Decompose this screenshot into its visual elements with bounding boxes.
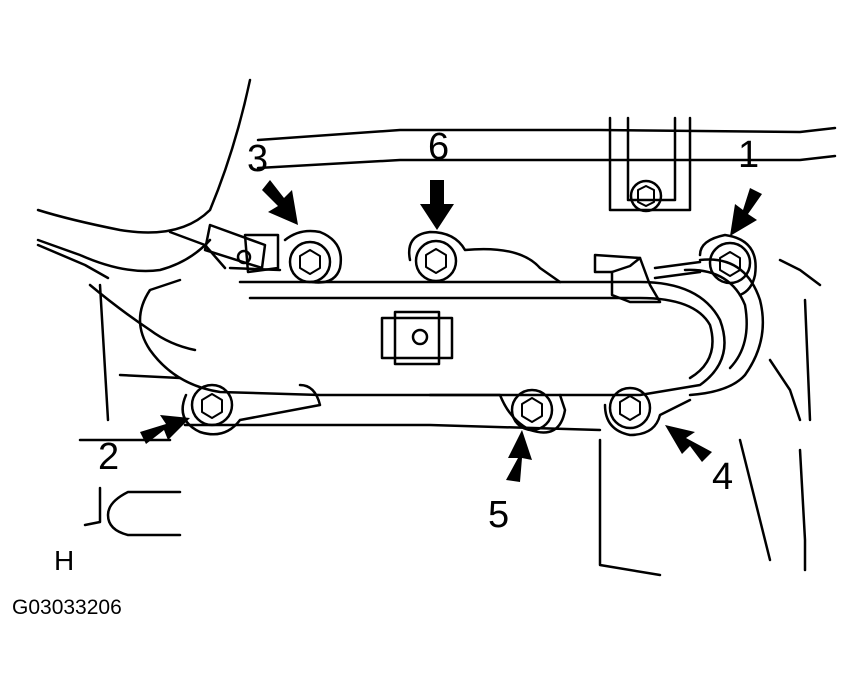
lower-fitting	[83, 486, 182, 537]
engine-block-outline	[78, 126, 837, 577]
bolt-4	[608, 386, 652, 430]
arrow-1	[730, 188, 762, 236]
arrow-6	[420, 180, 454, 230]
figure-code: G03033206	[12, 596, 122, 619]
bolt-1	[708, 241, 752, 285]
bolt-5	[510, 388, 554, 432]
bolt-2	[190, 383, 234, 427]
callout-5: 5	[488, 494, 510, 536]
callout-6: 6	[428, 126, 450, 168]
callout-2: 2	[98, 436, 120, 478]
exhaust-manifold	[138, 258, 765, 397]
pipe-clamp	[203, 223, 280, 274]
manifold-flanges	[181, 229, 757, 437]
arrow-5	[506, 430, 532, 482]
arrow-4	[665, 425, 712, 462]
arrow-3	[262, 180, 298, 225]
bolt-3	[288, 240, 332, 284]
exhaust-pipe	[36, 78, 252, 352]
shield-bracket	[593, 253, 702, 304]
callout-3: 3	[247, 138, 269, 180]
view-letter: H	[54, 545, 75, 576]
callout-4: 4	[712, 456, 734, 498]
arrow-2	[140, 415, 190, 444]
callout-1: 1	[738, 134, 760, 176]
bracket-post	[608, 116, 692, 213]
bolt-6	[414, 239, 458, 283]
